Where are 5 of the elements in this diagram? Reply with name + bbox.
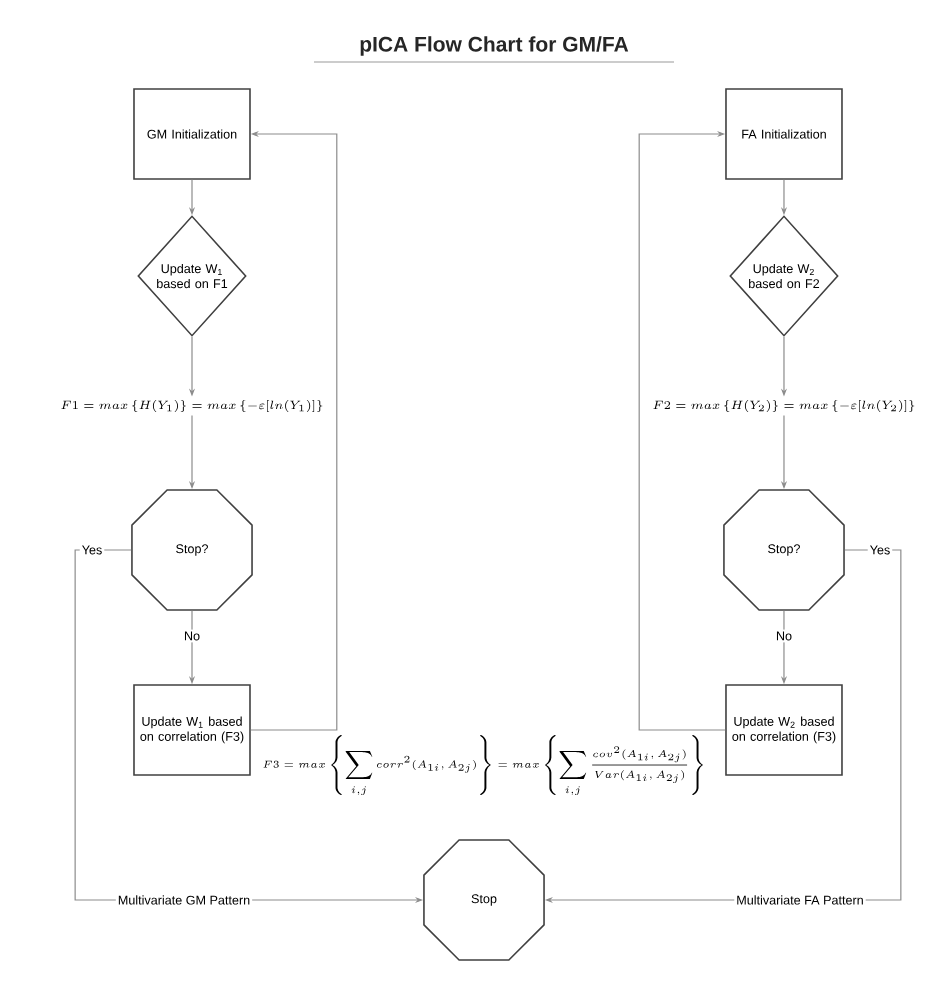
formula: $F1 = max\left\{H(Y_1)\right\} = max\left\{-\varepsilon[ln(Y_1)]\right\}$	[57, 397, 327, 415]
arrow	[638, 130, 726, 731]
formula: $F3 = max\left\{\sum_{i,j} corr^2(A_{1i},A_{2j})\right\} = max\left\{\sum_{i,j}\frac{cov^2(A_{1i},A_{2j})}{Var(A_{1i},A_{2j})}\right\}$	[263, 735, 703, 796]
formula: $F2 = max\left\{H(Y_2)\right\} = max\left\{-\varepsilon[ln(Y_2)]\right\}$	[649, 397, 919, 415]
title: pICA Flow Chart for GM/FA	[360, 36, 629, 56]
